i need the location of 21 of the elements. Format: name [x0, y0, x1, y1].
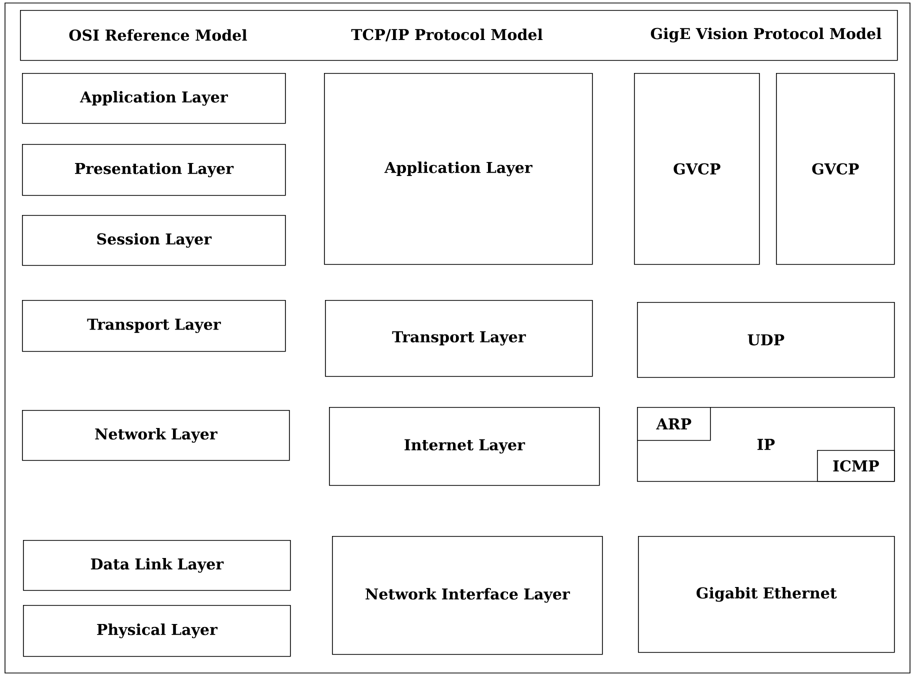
layer-box: Data Link Layer	[23, 540, 291, 591]
layer-box: Session Layer	[22, 215, 286, 266]
column-heading: GigE Vision Protocol Model	[650, 28, 882, 42]
layer-box: Internet Layer	[329, 407, 600, 486]
layer-box: Physical Layer	[23, 605, 291, 657]
header-band	[20, 10, 898, 61]
layer-box: Network Interface Layer	[332, 536, 603, 655]
layer-box: Network Layer	[22, 410, 290, 461]
column-heading: OSI Reference Model	[69, 29, 247, 41]
layer-box: Gigabit Ethernet	[638, 536, 895, 653]
layer-box: GVCP	[776, 73, 895, 265]
layer-box: Presentation Layer	[22, 144, 286, 196]
layer-box: Application Layer	[22, 73, 286, 124]
layer-box: Transport Layer	[22, 300, 286, 352]
layer-box: Transport Layer	[325, 300, 593, 377]
protocol-box: ICMP	[817, 450, 895, 482]
layer-box: Application Layer	[324, 73, 593, 265]
protocol-box: ARP	[637, 407, 711, 441]
column-heading: TCP/IP Protocol Model	[351, 28, 543, 42]
layer-box: GVCP	[634, 73, 760, 265]
layer-box: UDP	[637, 302, 895, 378]
